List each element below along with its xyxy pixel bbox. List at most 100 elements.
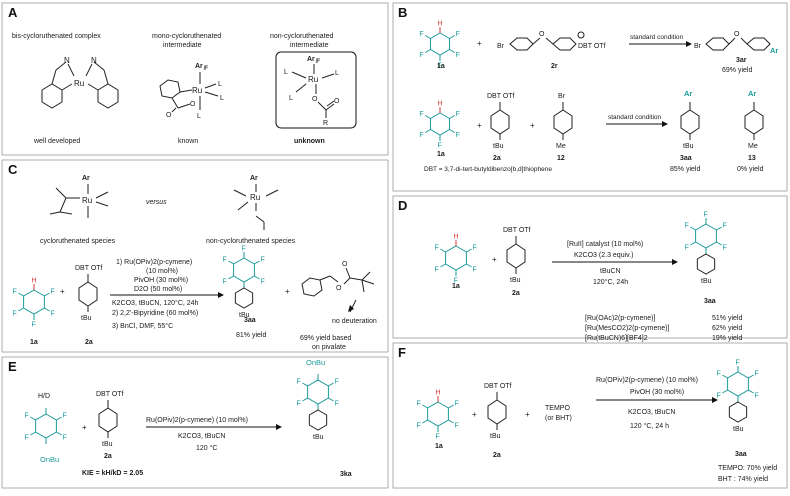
b-3ar-arf: Ar bbox=[770, 46, 778, 55]
a-o-carbonyl: O bbox=[166, 112, 172, 119]
panel-d-frame bbox=[392, 195, 788, 339]
panel-c-frame bbox=[1, 159, 389, 353]
c-1a-label: 1a bbox=[30, 339, 38, 346]
substituent-bond bbox=[18, 307, 24, 312]
b-arrowhead-1 bbox=[686, 41, 692, 47]
substituent-bond bbox=[722, 389, 728, 394]
a-arf-mono: Ar bbox=[195, 63, 203, 70]
d-cond-3: tBuCN bbox=[600, 268, 621, 275]
tbu-label: tBu bbox=[701, 278, 712, 285]
a-r: R bbox=[323, 120, 328, 127]
benzene-ring bbox=[427, 401, 449, 427]
e-cond-1: Ru(OPiv)2(p-cymene) (10 mol%) bbox=[146, 417, 248, 424]
f-2a-label: 2a bbox=[493, 452, 501, 459]
panel-b-label: B bbox=[398, 5, 407, 20]
b-condition-1: standard condition bbox=[630, 34, 684, 41]
fluorine-atom: F bbox=[261, 279, 265, 286]
a-l-6: L bbox=[289, 95, 293, 102]
fluorine-atom: F bbox=[456, 52, 460, 59]
substituent-bond bbox=[44, 292, 50, 297]
f-cond-1: Ru(OPiv)2(p-cymene) (10 mol%) bbox=[596, 377, 698, 384]
substituent-bond bbox=[425, 115, 431, 119]
b-12-label: 12 bbox=[557, 155, 565, 162]
substituent-bond bbox=[466, 248, 472, 253]
b-13-yield: 0% yield bbox=[737, 166, 764, 173]
c-3aa-label: 3aa bbox=[244, 317, 256, 324]
fluorine-atom: F bbox=[434, 245, 438, 252]
a-arf-non: Ar bbox=[307, 56, 315, 63]
d-2a-dbt: DBT OTf bbox=[503, 227, 531, 234]
fluorine-atom: F bbox=[63, 435, 67, 442]
e-plus: + bbox=[82, 423, 87, 432]
substituent-bond bbox=[716, 241, 722, 246]
f-1a-label: 1a bbox=[435, 443, 443, 450]
c-arf-2: Ar bbox=[250, 175, 258, 182]
c-cond-5: K2CO3, tBuCN, 120°C, 24h bbox=[112, 299, 199, 307]
aryl-ring bbox=[234, 287, 254, 309]
c-ru-1: Ru bbox=[82, 196, 92, 205]
b-2r-br: Br bbox=[497, 43, 505, 50]
fluorine-atom: F bbox=[222, 257, 226, 264]
fluorine-atom: F bbox=[419, 52, 423, 59]
substituent-bond bbox=[30, 431, 36, 436]
substituent-bond bbox=[440, 263, 446, 268]
hydrogen-atom: H bbox=[438, 101, 443, 108]
substituent-bond bbox=[254, 275, 260, 280]
substituent-bond bbox=[422, 419, 428, 424]
benzene-ring bbox=[429, 112, 451, 136]
fluorine-atom: F bbox=[684, 223, 688, 230]
b-13-arf: Ar bbox=[748, 89, 756, 98]
aryl-ring bbox=[728, 401, 748, 423]
c-cycloruthenated-species: Ar Ru bbox=[49, 175, 109, 218]
substituent-bond bbox=[422, 404, 428, 409]
a-o-non-2: O bbox=[334, 98, 340, 105]
fluorine-atom: F bbox=[12, 311, 16, 318]
b-3aa-yield: 85% yield bbox=[670, 166, 700, 173]
fluorine-atom: F bbox=[684, 245, 688, 252]
a-caption-well-developed: well developed bbox=[33, 138, 80, 145]
substituent-bond bbox=[448, 404, 454, 409]
a-heading-mono-2: intermediate bbox=[163, 42, 202, 49]
fluorine-atom: F bbox=[12, 289, 16, 296]
c-cond-7: 3) BnCl, DMF, 55°C bbox=[112, 322, 173, 330]
panel-c-label: C bbox=[8, 162, 18, 177]
fluorine-atom: F bbox=[32, 322, 36, 329]
c-no-deuteration: no deuteration bbox=[332, 318, 377, 325]
b-2a-label: 2a bbox=[493, 155, 501, 162]
f-result-1: TEMPO: 70% yield bbox=[718, 465, 777, 472]
substituent-bond bbox=[722, 374, 728, 379]
b-compound-2a: DBT OTf tBu bbox=[487, 93, 515, 150]
fluorine-atom: F bbox=[723, 223, 727, 230]
f-2a-dbt: DBT OTf bbox=[484, 383, 512, 390]
b-2a-tbu: tBu bbox=[493, 143, 504, 150]
d-1a-label: 1a bbox=[452, 283, 460, 290]
substituent-bond bbox=[690, 226, 696, 231]
c-o-carbonyl: O bbox=[342, 261, 348, 268]
fluorine-atom: F bbox=[755, 371, 759, 378]
b-compound-13: Ar Me bbox=[744, 89, 764, 150]
d-yield-2: 62% yield bbox=[712, 325, 742, 332]
b-3ar-br: Br bbox=[694, 43, 702, 50]
fluorine-atom: F bbox=[454, 278, 458, 285]
fluorine-atom: F bbox=[473, 245, 477, 252]
unknown-intermediate-box bbox=[275, 51, 357, 129]
fluorine-atom: F bbox=[755, 393, 759, 400]
fluorine-atom: F bbox=[456, 31, 460, 38]
c-ru-2: Ru bbox=[250, 193, 260, 202]
c-arrowhead bbox=[218, 292, 224, 298]
f-plus-1: + bbox=[472, 410, 477, 419]
b-compound-3aa: Ar tBu bbox=[680, 89, 700, 150]
fluorine-atom: F bbox=[296, 401, 300, 408]
e-2a-dbt: DBT OTf bbox=[96, 391, 124, 398]
c-plus-2: + bbox=[285, 287, 290, 296]
panel-b-frame bbox=[392, 2, 788, 192]
substituent-bond bbox=[425, 35, 431, 39]
c-plus-1: + bbox=[60, 287, 65, 296]
substituent-bond bbox=[440, 248, 446, 253]
